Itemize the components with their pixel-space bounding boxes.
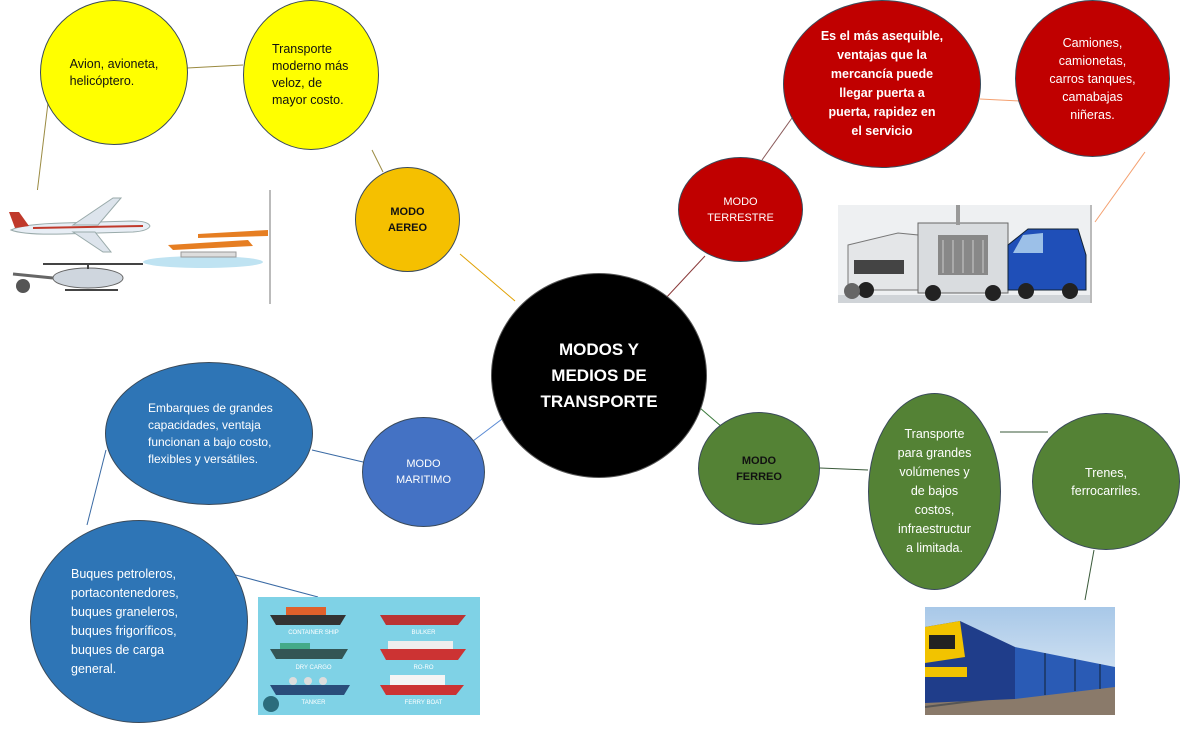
terrestre-examples-text: Camiones, camionetas, carros tanques, ca… (1049, 35, 1136, 122)
ship-label-tanker: TANKER (301, 700, 326, 706)
trucks-icon (838, 205, 1090, 303)
ferreo-examples-bubble: Trenes, ferrocarriles. (1032, 413, 1180, 550)
modo-terrestre-label: MODO TERRESTRE (707, 195, 774, 224)
container-ship-shape (270, 607, 346, 625)
terrestre-description-bubble: Es el más asequible, ventajas que la mer… (783, 0, 981, 168)
train-image: train-icon (925, 607, 1115, 715)
maritimo-description-bubble: Embarques de grandes capacidades, ventaj… (105, 362, 313, 505)
terrestre-description-text: Es el más asequible, ventajas que la mer… (820, 29, 944, 138)
ferreo-examples-text: Trenes, ferrocarriles. (1071, 465, 1141, 498)
aircraft-image: airplane-helicopter-icon (3, 190, 271, 304)
volvo-truck-shape (847, 232, 919, 298)
maritimo-examples-text: Buques petroleros, portacontenedores, bu… (71, 566, 179, 676)
bulker-shape (380, 615, 466, 625)
ro-ro-shape (380, 641, 466, 660)
modo-ferreo-node: MODO FERREO (698, 412, 820, 525)
ferreo-description-text: Transporte para grandes volúmenes y de b… (897, 427, 972, 555)
ship-label-dry-cargo: DRY CARGO (295, 665, 332, 671)
airliner-shape (9, 197, 151, 253)
wagons-shape (1015, 647, 1115, 699)
van-shape (1007, 228, 1087, 299)
aereo-examples-text: Avion, avioneta, helicóptero. (69, 56, 159, 88)
aereo-examples-bubble: Avion, avioneta, helicóptero. (40, 0, 188, 145)
ferry-boat-shape (380, 675, 464, 695)
ship-label-bulker: BULKER (411, 630, 436, 636)
modo-terrestre-node: MODO TERRESTRE (678, 157, 803, 262)
modo-ferreo-label: MODO FERREO (736, 454, 782, 483)
aereo-description-bubble: Transporte moderno más veloz, de mayor c… (243, 0, 379, 150)
maritimo-description-text: Embarques de grandes capacidades, ventaj… (148, 400, 273, 466)
center-topic-label: MODOS Y MEDIOS DE TRANSPORTE (540, 339, 658, 411)
american-truck-shape (917, 205, 1009, 301)
ferreo-description-bubble: Transporte para grandes volúmenes y de b… (868, 393, 1001, 590)
trucks-image: trucks-icon (838, 205, 1092, 303)
seaplane-shape (143, 230, 268, 268)
modo-maritimo-label: MODO MARITIMO (396, 458, 451, 486)
ships-icon (263, 607, 466, 712)
tanker-shape (270, 677, 350, 695)
terrestre-examples-bubble: Camiones, camionetas, carros tanques, ca… (1015, 0, 1170, 157)
locomotive-shape (925, 621, 1015, 703)
train-icon (925, 621, 1115, 715)
ship-label-ro-ro: RO-RO (413, 665, 434, 671)
maritimo-examples-bubble: Buques petroleros, portacontenedores, bu… (30, 520, 248, 723)
ship-label-container: CONTAINER SHIP (288, 630, 339, 636)
modo-aereo-label: MODO AEREO (387, 205, 428, 234)
ship-label-ferry-boat: FERRY BOAT (404, 700, 443, 706)
airplane-helicopter-icon (9, 197, 268, 293)
helicopter-shape (12, 263, 143, 293)
modo-aereo-node: MODO AEREO (355, 167, 460, 272)
center-topic-node: MODOS Y MEDIOS DE TRANSPORTE (491, 273, 707, 478)
modo-maritimo-node: MODO MARITIMO (362, 417, 485, 527)
ships-image: ships-icon CONTAINER SHIP BULKER DRY CAR… (258, 597, 480, 715)
dry-cargo-shape (270, 643, 348, 659)
aereo-description-text: Transporte moderno más veloz, de mayor c… (272, 42, 349, 107)
